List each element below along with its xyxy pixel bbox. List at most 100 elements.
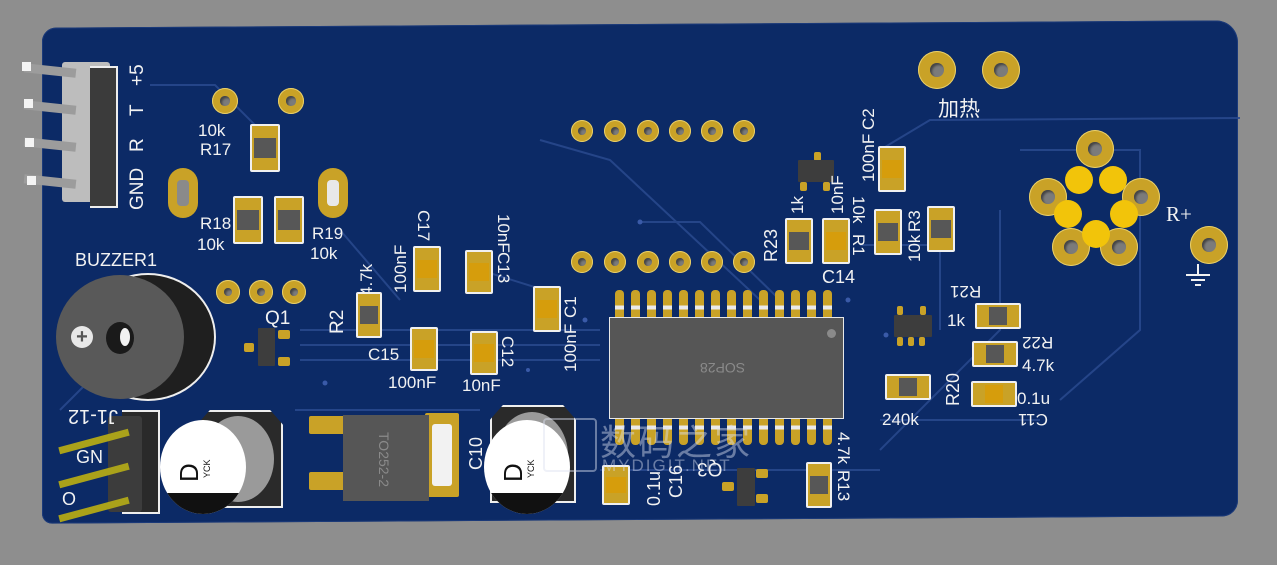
sensor-label: R+ [1166, 202, 1192, 226]
capacitor-c17[interactable] [413, 246, 441, 292]
ic-pin [679, 290, 688, 318]
ic-pin [743, 290, 752, 318]
ic-pin [727, 417, 736, 445]
resistor-r2[interactable] [356, 292, 382, 338]
ic-pin [647, 417, 656, 445]
ic-pin [615, 290, 624, 318]
r1-designator: R1 [849, 234, 868, 256]
watermark-en: MYDIGIT.NET [602, 456, 732, 475]
c15-designator: C15 [368, 345, 400, 364]
r23-designator: R23 [761, 228, 781, 262]
regulator-package-label: TO252-2 [376, 432, 392, 487]
ic-pin [711, 417, 720, 445]
r13-value: 4.7k [834, 432, 853, 465]
connector-bottom-label-gnd: GN [76, 447, 103, 467]
c1-designator: C1 [561, 296, 580, 318]
r22-designator: R22 [1022, 333, 1054, 352]
ic-pin [631, 417, 640, 445]
r18-value: 10k [197, 235, 225, 254]
resistor-r3[interactable] [927, 206, 955, 252]
pin-label-t: T [127, 104, 148, 116]
ic-pin [775, 417, 784, 445]
c12-designator: C12 [498, 336, 517, 368]
ic-pin [759, 290, 768, 318]
ground-icon [1186, 264, 1210, 290]
r3-designator: R3 [905, 210, 924, 232]
ic-pin [791, 417, 800, 445]
c12-value: 10nF [462, 376, 501, 395]
through-hole-pad [282, 280, 306, 304]
plus-icon: + [71, 326, 93, 348]
pin-label-gnd: GND [127, 167, 148, 210]
ic-pin [807, 290, 816, 318]
r18-designator: R18 [200, 214, 232, 233]
cap-marking-letter: D [174, 463, 204, 482]
r17-value: 10k [198, 121, 226, 140]
ic-pin [647, 290, 656, 318]
c11-designator: C11 [1018, 410, 1048, 429]
c13-designator: C13 [494, 252, 513, 284]
capacitor-c15[interactable] [410, 327, 438, 371]
ground-pad[interactable] [1190, 226, 1228, 264]
ic-pin [679, 417, 688, 445]
resistor-r23[interactable] [785, 218, 813, 264]
ic-pin [743, 417, 752, 445]
ic-pin [615, 417, 624, 445]
capacitor-c1[interactable] [533, 286, 561, 332]
ic-pin [695, 417, 704, 445]
ic-pin [807, 417, 816, 445]
pin1-marker [827, 329, 836, 338]
ic-package-label: SOP28 [700, 360, 746, 376]
capacitor-c13[interactable] [465, 250, 493, 294]
pin-label-r: R [127, 138, 148, 152]
oval-pad [168, 168, 198, 218]
resistor-r1[interactable] [874, 209, 902, 255]
capacitor-c16[interactable] [602, 465, 630, 505]
cap-marking-brand: YCK [202, 459, 212, 478]
c17-designator: C17 [414, 210, 433, 242]
ic-pin [759, 417, 768, 445]
c11-value: 0.1u [1017, 389, 1051, 408]
c14-designator: C14 [822, 267, 856, 287]
c2-designator: C2 [859, 108, 878, 130]
resistor-r17[interactable] [250, 124, 280, 172]
r19-value: 10k [310, 244, 338, 263]
c15-value: 100nF [388, 373, 437, 392]
capacitor-c2[interactable] [878, 146, 906, 192]
capacitor-c14[interactable] [822, 218, 850, 264]
capacitor-c11[interactable] [971, 381, 1017, 407]
resistor-r18[interactable] [233, 196, 263, 244]
r21-value: 1k [947, 311, 965, 330]
resistor-r20[interactable] [885, 374, 931, 400]
resistor-r19[interactable] [274, 196, 304, 244]
r21-designator: R21 [950, 282, 982, 301]
c14-value: 10nF [828, 175, 847, 214]
capacitor-c12[interactable] [470, 331, 498, 375]
ic-pin [823, 290, 832, 318]
ic-pin [775, 290, 784, 318]
q1-designator: Q1 [265, 308, 291, 329]
through-hole-pad [212, 88, 238, 114]
heater-pad[interactable] [918, 51, 956, 89]
resistor-r21[interactable] [975, 303, 1021, 329]
c17-value: 100nF [391, 244, 410, 293]
heater-pad[interactable] [982, 51, 1020, 89]
r17-designator: R17 [200, 140, 232, 159]
ic-pin [791, 290, 800, 318]
cap-marking-letter: D [498, 463, 528, 482]
r23-value: 1k [788, 196, 807, 214]
ic-pin [663, 417, 672, 445]
cap-marking-brand: YCK [526, 459, 536, 478]
watermark-logo-icon [543, 418, 597, 472]
through-hole-pad [278, 88, 304, 114]
through-hole-pad [216, 280, 240, 304]
ic-pin [631, 290, 640, 318]
connector-bottom-label-out: O [62, 489, 77, 509]
resistor-r22[interactable] [972, 341, 1018, 367]
c1-value: 100nF [561, 323, 580, 372]
resistor-r13[interactable] [806, 462, 832, 508]
ic-pin [727, 290, 736, 318]
c10-designator: C10 [466, 436, 486, 470]
pin-label-5v: +5 [127, 64, 148, 86]
ic-pin [823, 417, 832, 445]
